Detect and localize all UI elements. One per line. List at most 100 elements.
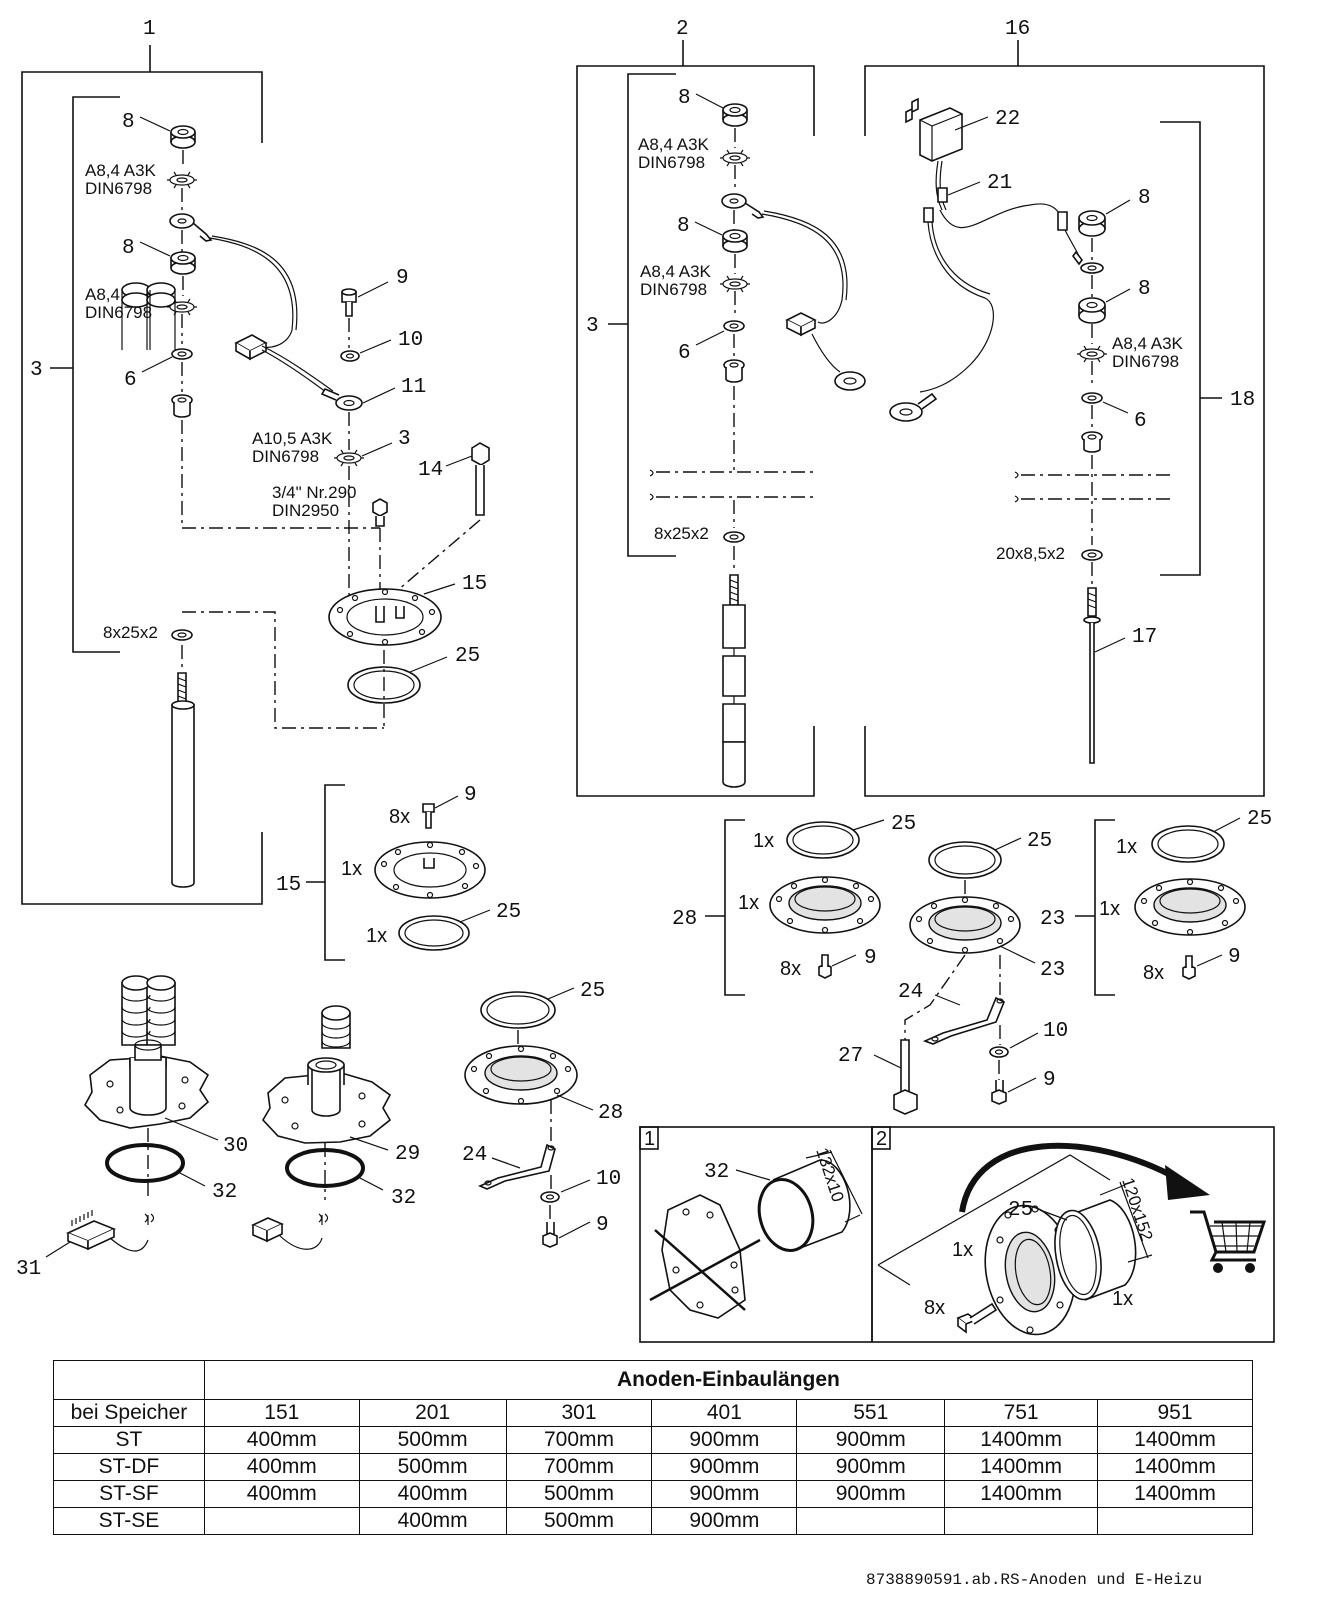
callout-25b: 25: [496, 901, 521, 924]
callout-9c: 9: [864, 947, 877, 970]
screw-9-icon: [341, 288, 357, 317]
washer-icon: [1080, 262, 1104, 274]
callout-15b: 15: [276, 874, 301, 897]
insulating-bushing-icon: [1081, 431, 1103, 453]
callout-17: 17: [1132, 626, 1157, 649]
note-box-1: 1 32 132x10: [639, 1126, 873, 1343]
flange-icon: [909, 896, 1021, 954]
callout-15a: 15: [462, 573, 487, 596]
table-cell: [944, 1507, 1099, 1535]
table-cell: 1400mm: [1097, 1453, 1253, 1481]
callout-1: 1: [143, 18, 156, 41]
table-cell: 1400mm: [1097, 1480, 1253, 1508]
insulating-bushing-icon: [171, 394, 193, 418]
callout-3c: 3: [586, 315, 599, 338]
callout-23a: 23: [1040, 959, 1065, 982]
callout-10c: 10: [596, 1168, 621, 1191]
table-column-header: 751: [944, 1399, 1099, 1427]
nut-8-icon: [170, 251, 196, 275]
table-cell: 400mm: [358, 1480, 507, 1508]
table-title: Anoden-Einbaulängen: [203, 1360, 1254, 1400]
callout-11: 11: [401, 376, 426, 399]
table-column-header: 151: [203, 1399, 360, 1427]
qty-1x-box2b: 1x: [1112, 1288, 1133, 1310]
washer-icon: [171, 629, 193, 641]
callout-10a: 10: [398, 329, 423, 352]
flange-icon: [1134, 878, 1246, 936]
table-row: ST-SE 400mm 500mm 900mm: [53, 1507, 1253, 1535]
callout-24b: 24: [462, 1144, 487, 1167]
table-cell: 1400mm: [944, 1426, 1099, 1454]
screw-9-icon: [991, 1080, 1007, 1105]
star-washer-icon: [720, 149, 750, 167]
callout-22: 22: [995, 108, 1020, 131]
table-row-label: ST-SE: [53, 1507, 205, 1535]
table-column-header: 201: [358, 1399, 507, 1427]
gasket-icon: [1151, 825, 1225, 863]
table-column-header: 401: [651, 1399, 798, 1427]
qty-1x-28b: 1x: [738, 892, 759, 914]
sleeve-ring-icon: [757, 1149, 863, 1252]
table-cell: 500mm: [358, 1453, 507, 1481]
table-cell: [203, 1507, 360, 1535]
heater-30-group: 30 32 31: [16, 282, 248, 1281]
group-28-exploded: 25 28 24 10: [462, 980, 623, 1248]
callout-3: 3: [30, 359, 43, 382]
bolt-icon: [956, 1302, 998, 1334]
table-cell: [1097, 1507, 1253, 1535]
document-reference: 8738890591.ab.RS-Anoden und E-Heizu: [866, 1571, 1203, 1589]
callout-9a: 9: [396, 267, 409, 290]
heater-coil-30-icon: [121, 975, 176, 1046]
spec-din6798-4: DIN6798: [638, 153, 705, 172]
pipe-fitting-icon: [372, 498, 388, 527]
table-cell: 400mm: [358, 1507, 507, 1535]
qty-1x-28a: 1x: [753, 830, 774, 852]
star-washer-icon: [167, 171, 197, 189]
washer-icon: [171, 348, 193, 360]
table-row: ST-DF 400mm 500mm 700mm 900mm 900mm 1400…: [53, 1453, 1253, 1481]
spec-din6798-6: DIN6798: [1112, 352, 1179, 371]
star-washer-icon: [1077, 345, 1107, 363]
table-cell: 900mm: [796, 1480, 946, 1508]
qty-8x-15: 8x: [389, 806, 410, 828]
callout-6c: 6: [1134, 410, 1147, 433]
spec-a84-1: A8,4 A3K: [85, 161, 157, 180]
bracket-24-icon: [922, 996, 1006, 1045]
nut-8-icon: [1078, 210, 1106, 237]
ring-terminal-icon: [320, 387, 363, 411]
spec-din2950: DIN2950: [272, 501, 339, 520]
callout-18: 18: [1230, 389, 1255, 412]
insulating-bushing-icon: [723, 359, 745, 383]
star-washer-icon: [334, 449, 364, 467]
anode-rod-icon: [171, 672, 195, 888]
callout-14: 14: [418, 459, 443, 482]
heater-flange-29-icon: [262, 1057, 392, 1144]
callout-28a: 28: [672, 908, 697, 931]
callout-25c: 25: [891, 813, 916, 836]
washer-icon: [989, 1046, 1009, 1058]
sensor-well-14-icon: [471, 442, 490, 516]
ring-terminal-icon: [834, 371, 866, 391]
table-cell: 400mm: [203, 1480, 360, 1508]
screw-icon: [422, 803, 435, 829]
qty-8x-23: 8x: [1143, 962, 1164, 984]
qty-8x-box2: 8x: [924, 1297, 945, 1319]
callout-25e: 25: [1247, 808, 1272, 831]
callout-31: 31: [16, 1258, 41, 1281]
callout-29: 29: [395, 1143, 420, 1166]
table-header-row: bei Speicher 151 201 301 401 551 751 951: [53, 1399, 1253, 1427]
spec-8x25x2-a: 8x25x2: [103, 623, 158, 642]
group-2-anode-kit: 2 3 8 A8,4 A3K DIN6798: [576, 18, 866, 797]
table-row: ST-SF 400mm 400mm 500mm 900mm 900mm 1400…: [53, 1480, 1253, 1508]
group-28-set: 28 1x 25 1x 8x 9: [672, 813, 916, 996]
table-column-header: 301: [505, 1399, 653, 1427]
table-column-header: 551: [796, 1399, 946, 1427]
table-row: ST 400mm 500mm 700mm 900mm 900mm 1400mm …: [53, 1426, 1253, 1454]
note-box-1-number: 1: [644, 1128, 655, 1150]
table-corner-cell: [53, 1360, 205, 1400]
callout-21: 21: [987, 172, 1012, 195]
nut-8-icon: [170, 125, 196, 149]
callout-25d: 25: [1027, 830, 1052, 853]
flange-28-icon: [464, 1045, 578, 1105]
star-washer-icon: [720, 275, 750, 293]
